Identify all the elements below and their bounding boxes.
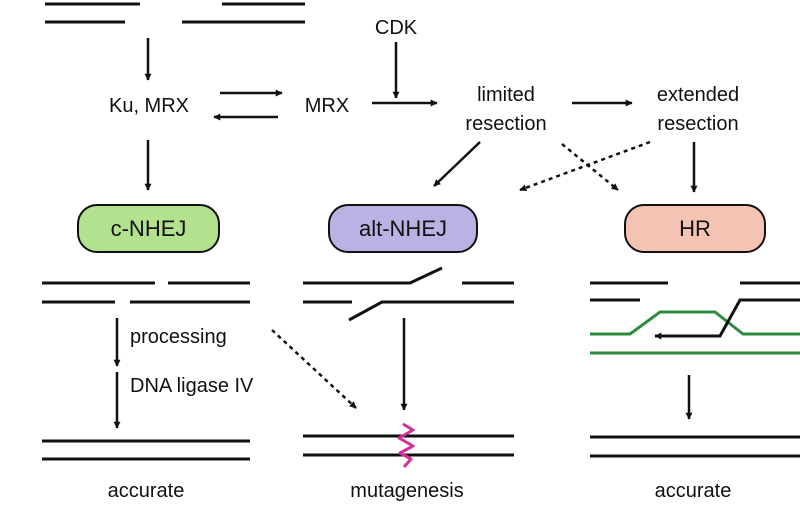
ku-mrx-label: Ku, MRX — [109, 95, 189, 117]
dna-ligase-label: DNA ligase IV — [130, 375, 254, 397]
hr-outcome: accurate — [655, 480, 732, 502]
processing-label: processing — [130, 326, 227, 348]
c-nhej-repaired-dna — [42, 439, 250, 461]
extended-resection-label-2: resection — [657, 113, 738, 135]
mutation-mark — [397, 422, 415, 468]
limited-resection-label-1: limited — [477, 84, 535, 106]
arrow-limited-to-hr-dotted — [561, 143, 619, 191]
extended-resection-label-1: extended — [657, 84, 739, 106]
alt-nhej-box: alt-NHEJ — [328, 204, 478, 253]
mrx-label: MRX — [305, 95, 349, 117]
flow-arrows — [144, 38, 698, 193]
arrow-cnhej-to-mutagenesis-dotted — [271, 329, 357, 409]
hr-box: HR — [624, 204, 766, 253]
invading-strand — [654, 298, 800, 340]
alt-nhej-mutated-dna — [303, 434, 514, 457]
hr-repaired-dna — [590, 435, 800, 458]
arrow-extended-to-altnhej-dotted — [519, 140, 651, 192]
limited-resection-label-2: resection — [465, 113, 546, 135]
alt-nhej-resected-dna — [303, 266, 514, 322]
hr-invading-dna — [590, 281, 800, 355]
alt-nhej-outcome: mutagenesis — [350, 480, 463, 502]
hr-label: HR — [679, 216, 711, 241]
alt-nhej-label: alt-NHEJ — [359, 216, 447, 241]
donor-strand-top — [590, 310, 800, 336]
c-nhej-box: c-NHEJ — [77, 204, 220, 253]
cdk-label: CDK — [375, 17, 418, 39]
c-nhej-outcome: accurate — [108, 480, 185, 502]
arrow-limited-to-altnhej — [433, 141, 481, 187]
broken-dna-top — [45, 2, 305, 24]
c-nhej-label: c-NHEJ — [111, 216, 187, 241]
c-nhej-broken-dna — [42, 281, 250, 304]
